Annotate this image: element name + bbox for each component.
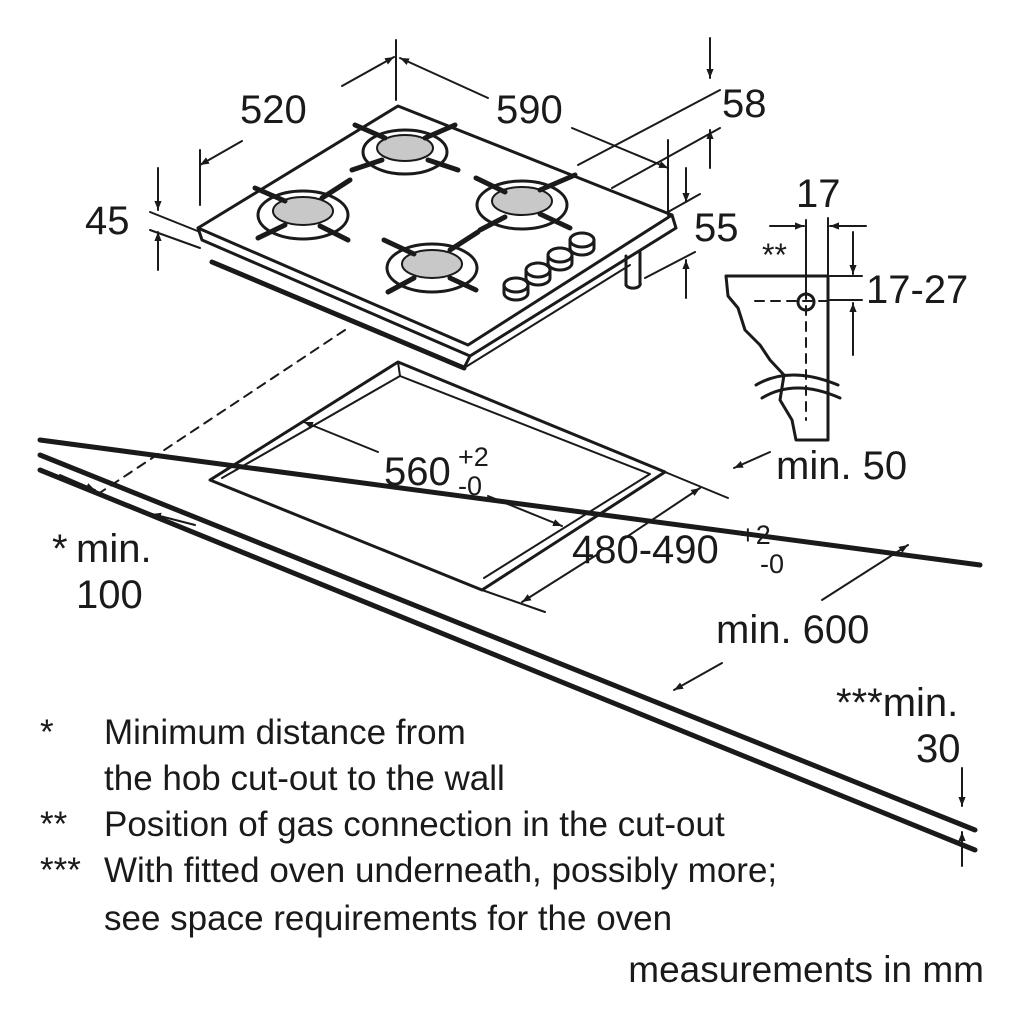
label-480-490: 480-490 bbox=[572, 528, 719, 572]
projection-line bbox=[91, 329, 346, 499]
legend-marker-3: *** bbox=[40, 851, 81, 890]
burner-front-left bbox=[252, 177, 353, 243]
legend-marker-1: * bbox=[40, 713, 54, 752]
legend-text-3a: With fitted oven underneath, possibly mo… bbox=[104, 851, 777, 890]
label-oven-min-line1: ***min. bbox=[836, 681, 958, 725]
label-520: 520 bbox=[240, 88, 307, 132]
label-480-490-tol-lower: -0 bbox=[760, 549, 784, 579]
label-480-490-tol-upper: +2 bbox=[740, 520, 771, 550]
burner-front-right bbox=[381, 229, 481, 295]
cutout-dimension-lines bbox=[59, 421, 966, 867]
legend: * Minimum distance from the hob cut-out … bbox=[40, 713, 984, 990]
section-detail bbox=[724, 217, 867, 442]
burner-back-right bbox=[473, 172, 578, 233]
legend-text-3b: see space requirements for the oven bbox=[104, 899, 672, 938]
hob-dimension-lines bbox=[149, 37, 721, 299]
label-oven-min-line2: 30 bbox=[916, 727, 961, 771]
legend-text-1b: the hob cut-out to the wall bbox=[104, 759, 505, 798]
legend-text-1a: Minimum distance from bbox=[104, 713, 466, 752]
label-58: 58 bbox=[722, 82, 767, 126]
label-17-27: 17-27 bbox=[866, 268, 968, 312]
label-min-100-line1: min. bbox=[76, 527, 152, 571]
gas-pipe bbox=[624, 250, 642, 290]
label-45: 45 bbox=[85, 199, 130, 243]
label-min-100-line2: 100 bbox=[76, 573, 143, 617]
label-wall-marker: * bbox=[52, 527, 68, 571]
label-590: 590 bbox=[496, 88, 563, 132]
label-min-600: min. 600 bbox=[716, 608, 869, 652]
burner-back-left bbox=[349, 122, 461, 176]
hob bbox=[196, 104, 678, 371]
label-55: 55 bbox=[694, 206, 739, 250]
worktop bbox=[37, 437, 983, 853]
units-note: measurements in mm bbox=[628, 949, 984, 990]
legend-text-2: Position of gas connection in the cut-ou… bbox=[104, 805, 725, 844]
control-knobs bbox=[502, 231, 596, 302]
label-560-tol-upper: +2 bbox=[458, 442, 489, 472]
label-17: 17 bbox=[796, 172, 841, 216]
label-560-tol-lower: -0 bbox=[458, 471, 482, 501]
label-560: 560 bbox=[384, 450, 451, 494]
label-min-50: min. 50 bbox=[776, 444, 907, 488]
legend-marker-2: ** bbox=[40, 805, 68, 844]
label-gas-marker: ** bbox=[762, 237, 787, 273]
